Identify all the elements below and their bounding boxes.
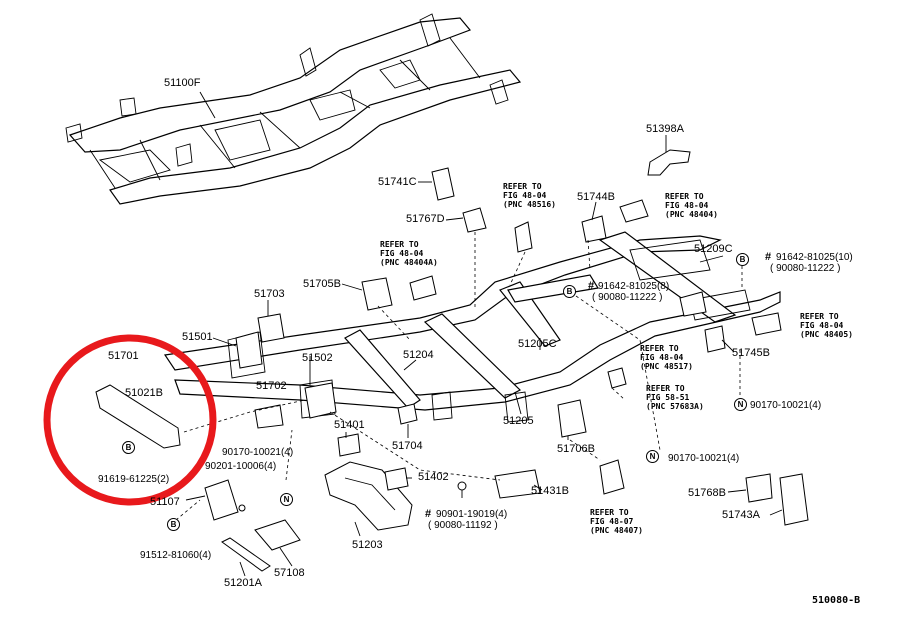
label-51768B[interactable]: 51768B (688, 487, 726, 499)
label-51401[interactable]: 51401 (334, 419, 365, 431)
bracket-51021B (95, 384, 181, 449)
hash-mark: # (588, 280, 595, 292)
symbol-b-circle: B (736, 253, 749, 266)
frame-assembly-51100F (65, 13, 522, 205)
label-51021B[interactable]: 51021B (125, 387, 163, 399)
label-51743A[interactable]: 51743A (722, 509, 760, 521)
label-51201A[interactable]: 51201A (224, 577, 262, 589)
label-51701[interactable]: 51701 (108, 350, 139, 362)
label-91642-81025-a[interactable]: 91642-81025(8) (598, 281, 670, 292)
bracket-48407 (599, 459, 625, 495)
label-90080-11222-a[interactable]: ( 90080-11222 ) (592, 292, 663, 303)
label-51398A[interactable]: 51398A (646, 123, 684, 135)
label-91642-81025-b[interactable]: 91642-81025(10) (776, 252, 853, 263)
symbol-n-circle: N (280, 493, 293, 506)
bracket-51768B (745, 473, 773, 503)
diagram-code: 510080-B (812, 595, 861, 606)
label-51107[interactable]: 51107 (150, 496, 180, 508)
bracket-57108 (254, 519, 301, 551)
label-51741C[interactable]: 51741C (378, 176, 417, 188)
symbol-n-circle: N (646, 450, 659, 463)
bolt-90901 (457, 481, 467, 498)
label-57108[interactable]: 57108 (274, 567, 305, 579)
bracket-48516 (514, 221, 533, 253)
refer-48404[interactable]: REFER TO FIG 48-04 (PNC 48404) (665, 192, 718, 219)
bracket-51745B (704, 325, 726, 353)
refer-48405[interactable]: REFER TO FIG 48-04 (PNC 48405) (800, 312, 853, 339)
label-90170-10021-a[interactable]: 90170-10021(4) (222, 447, 294, 458)
highlight-circle (43, 334, 217, 506)
bracket-51401 (337, 433, 361, 457)
label-51402[interactable]: 51402 (418, 471, 449, 483)
symbol-b-circle: B (563, 285, 576, 298)
label-51502[interactable]: 51502 (302, 352, 333, 364)
bracket-51743A (779, 473, 809, 526)
label-51203[interactable]: 51203 (352, 539, 383, 551)
bracket-48405 (751, 312, 782, 336)
bracket-48517 (679, 291, 707, 317)
dashed-leaders (175, 232, 743, 521)
label-51744B[interactable]: 51744B (577, 191, 615, 203)
bracket-57683A (607, 367, 627, 389)
bracket-51705B (361, 277, 393, 311)
refer-57683A[interactable]: REFER TO FIG 58-51 (PNC 57683A) (646, 384, 704, 411)
hash-mark: # (765, 251, 772, 263)
bracket-48404A (409, 275, 437, 301)
label-51501[interactable]: 51501 (182, 331, 213, 343)
label-51702[interactable]: 51702 (256, 380, 287, 392)
bracket-51501 (235, 331, 263, 369)
hash-mark: # (425, 508, 432, 520)
bracket-51744B (581, 215, 607, 243)
label-91619-61225[interactable]: 91619-61225(2) (98, 474, 170, 485)
bracket-51741C (431, 167, 455, 201)
label-91512-81060[interactable]: 91512-81060(4) (140, 550, 212, 561)
label-51767D[interactable]: 51767D (406, 213, 445, 225)
symbol-b-circle: B (167, 518, 180, 531)
label-51209C[interactable]: 51209C (694, 243, 733, 255)
label-51704[interactable]: 51704 (392, 440, 423, 452)
bracket-51402 (384, 467, 409, 491)
label-51745B[interactable]: 51745B (732, 347, 770, 359)
label-90170-10021-b[interactable]: 90170-10021(4) (668, 453, 740, 464)
symbol-n-circle: N (734, 398, 747, 411)
refer-48404A[interactable]: REFER TO FIG 48-04 (PNC 48404A) (380, 240, 438, 267)
bracket-51502 (304, 382, 337, 419)
plate-51201A (221, 537, 271, 572)
bracket-51703 (257, 313, 285, 343)
refer-48407[interactable]: REFER TO FIG 48-07 (PNC 48407) (590, 508, 643, 535)
symbol-b-circle: B (122, 441, 135, 454)
refer-48516[interactable]: REFER TO FIG 48-04 (PNC 48516) (503, 182, 556, 209)
bracket-48404 (619, 199, 649, 223)
label-51705B[interactable]: 51705B (303, 278, 341, 290)
label-51100F[interactable]: 51100F (164, 77, 201, 89)
bracket-51702 (254, 404, 284, 429)
label-90201-10006[interactable]: 90201-10006(4) (205, 461, 277, 472)
bracket-51398A (647, 149, 691, 176)
label-51703[interactable]: 51703 (254, 288, 285, 300)
label-90080-11222-b[interactable]: ( 90080-11222 ) (770, 263, 841, 274)
label-90170-10021-c[interactable]: 90170-10021(4) (750, 400, 822, 411)
leader-lines (185, 91, 783, 577)
label-51706B[interactable]: 51706B (557, 443, 595, 455)
label-51204[interactable]: 51204 (403, 349, 434, 361)
label-51205C[interactable]: 51205C (518, 338, 557, 350)
bracket-51767D (462, 207, 487, 233)
bracket-51107 (204, 479, 246, 521)
label-51431B[interactable]: 51431B (531, 485, 569, 497)
label-90901-19019[interactable]: 90901-19019(4) (436, 509, 508, 520)
label-90080-11192[interactable]: ( 90080-11192 ) (428, 520, 498, 531)
bracket-51704 (397, 403, 418, 425)
bracket-51706B (557, 399, 587, 438)
label-51205[interactable]: 51205 (503, 415, 534, 427)
bracket-51431B (494, 469, 541, 499)
crossmember-51203 (324, 461, 413, 531)
refer-48517[interactable]: REFER TO FIG 48-04 (PNC 48517) (640, 344, 693, 371)
